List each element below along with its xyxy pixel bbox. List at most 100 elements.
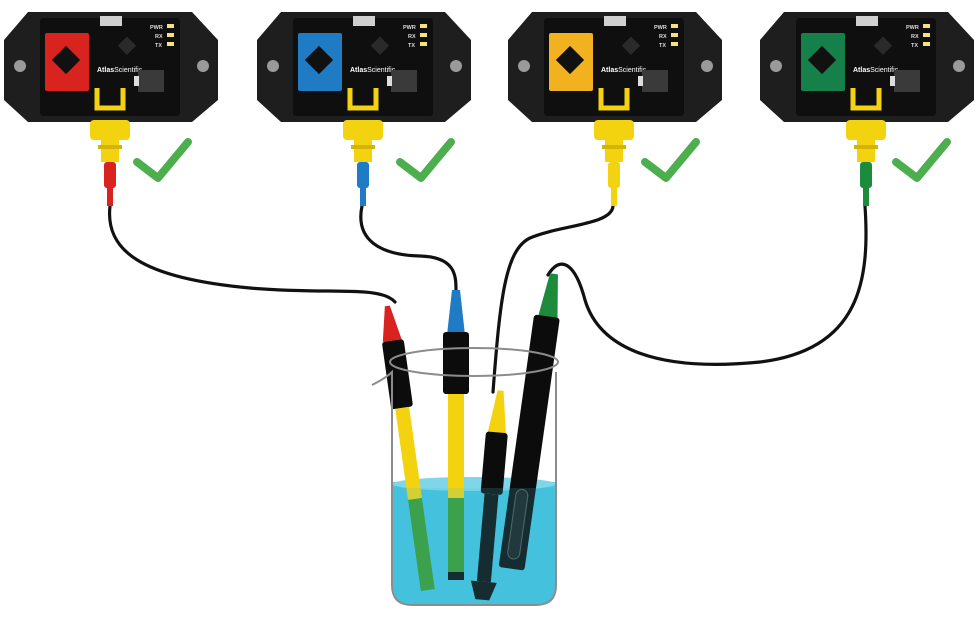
brand-name: Atlas [853,67,870,74]
led-indicator [167,24,174,28]
mount-screw-left [518,60,530,72]
mount-screw-right [953,60,965,72]
bnc-ring [98,145,122,149]
led-label-tx: TX [659,43,666,49]
probe-red-ph [382,305,435,592]
mount-screw-left [770,60,782,72]
probe-cap [382,305,402,342]
led-label-tx: TX [911,43,918,49]
bnc-body [857,138,875,162]
svg-text:AtlasScientific: AtlasScientific [97,67,143,74]
led-label-tx: TX [408,43,415,49]
brand-name: Atlas [601,67,618,74]
brand-suffix: Scientific [367,67,396,74]
connector-bracket [347,88,379,111]
probe-tip [470,580,497,601]
probe-yellow [470,390,508,601]
brand-name: Atlas [350,67,367,74]
led-indicator [420,24,427,28]
led-label-rx: RX [659,34,667,40]
checkmark-icon [396,138,455,182]
cable-yellow [491,204,615,394]
connector-bracket [94,88,126,111]
probe-handle [382,339,413,410]
probe-lead [357,162,369,188]
led-indicator [923,24,930,28]
regulator-chip [138,70,164,92]
probe-cap [537,273,558,321]
led-label-pwr: PWR [150,25,163,31]
chip-icon [370,36,390,55]
bnc-body [354,138,372,162]
checkmark-icon [133,138,192,182]
liquid-overlay [392,488,556,605]
probe-green [499,273,560,571]
regulator-chip [642,70,668,92]
probe-handle [443,332,469,394]
led-label-rx: RX [408,34,416,40]
connector-bracket [850,88,882,111]
cable-green [546,204,868,366]
usb-port [100,16,122,26]
regulator-tab [890,76,895,86]
cables [107,204,868,394]
brand-suffix: Scientific [870,67,899,74]
brand-name: Atlas [97,67,114,74]
probe-cap [487,390,506,434]
chip-icon [555,45,585,75]
led-label-pwr: PWR [403,25,416,31]
led-label-tx: TX [155,43,162,49]
usb-port [856,16,878,26]
probe-cap [447,290,465,335]
probe-slot [507,488,529,560]
probe-lead [104,162,116,188]
checkmark-icon [641,138,700,182]
cable-red [107,204,397,304]
probe-lead-tip [107,188,113,206]
probe-lead [860,162,872,188]
led-indicator [167,42,174,46]
device-3: AtlasScientific PWR RX TX [508,12,722,206]
mount-screw-left [14,60,26,72]
brand-suffix: Scientific [114,67,143,74]
regulator-tab [387,76,392,86]
svg-text:AtlasScientific: AtlasScientific [853,67,899,74]
chip-icon [873,36,893,55]
beaker-rim [389,347,559,377]
led-indicator [420,33,427,37]
led-indicator [671,24,678,28]
checkmark-icon [892,138,951,182]
regulator-tab [134,76,139,86]
device-2: AtlasScientific PWR RX TX [257,12,471,206]
regulator-tab [638,76,643,86]
probe-lead-tip [863,188,869,206]
bnc-connector [343,120,383,140]
led-label-pwr: PWR [906,25,919,31]
bnc-connector [594,120,634,140]
probe-lead-tip [360,188,366,206]
svg-text:AtlasScientific: AtlasScientific [601,67,647,74]
regulator-chip [391,70,417,92]
device-4: AtlasScientific PWR RX TX [760,12,974,206]
led-label-rx: RX [155,34,163,40]
connector-bracket [598,88,630,111]
chip-icon [51,45,81,75]
bnc-ring [854,145,878,149]
chip-icon [117,36,137,55]
probe-handle [480,431,508,495]
chip-icon [621,36,641,55]
probe-body [448,394,464,498]
led-indicator [923,42,930,46]
brand-suffix: Scientific [618,67,647,74]
beaker-outline [371,369,557,606]
mount-screw-left [267,60,279,72]
probe-tip [448,572,464,580]
bnc-body [101,138,119,162]
cable-blue [359,204,458,292]
probe-shaft [476,493,499,583]
probe-body-submerged [448,498,464,574]
bnc-ring [351,145,375,149]
probe-body-submerged [408,498,435,592]
bnc-connector [90,120,130,140]
